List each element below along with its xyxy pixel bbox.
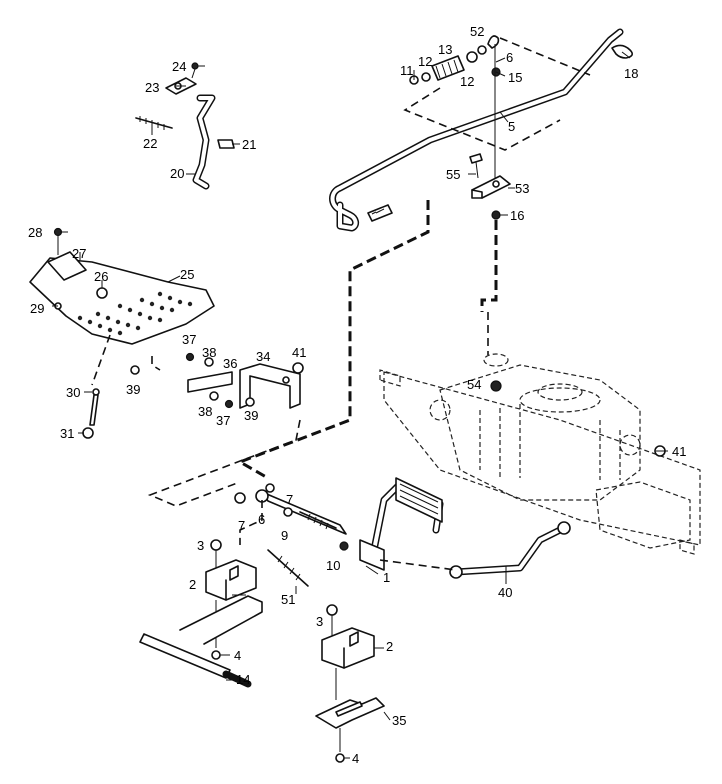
callout-30: 30 — [66, 385, 80, 400]
callout-29: 29 — [30, 301, 44, 316]
callout-12a: 12 — [418, 54, 432, 69]
callout-3a: 3 — [197, 538, 204, 553]
callout-6a: 6 — [506, 50, 513, 65]
bolt-37b — [224, 399, 234, 409]
callout-41a: 41 — [292, 345, 306, 360]
nut-31 — [82, 427, 94, 439]
callout-36: 36 — [223, 356, 237, 371]
callout-27: 27 — [72, 246, 86, 261]
control-rod-5 — [329, 28, 624, 232]
callout-7a: 7 — [238, 518, 245, 533]
callout-28: 28 — [28, 225, 42, 240]
callout-55: 55 — [446, 167, 460, 182]
callout-15: 15 — [508, 70, 522, 85]
callout-labels: 24 23 22 21 20 11 12 13 52 6 12 15 18 5 … — [28, 24, 686, 766]
callout-18: 18 — [624, 66, 638, 81]
bolt-3b — [326, 604, 338, 616]
callout-37b: 37 — [216, 413, 230, 428]
callout-38a: 38 — [202, 345, 216, 360]
callout-13: 13 — [438, 42, 452, 57]
callout-24: 24 — [172, 59, 186, 74]
callout-52: 52 — [470, 24, 484, 39]
callout-6b: 6 — [258, 512, 265, 527]
callout-40: 40 — [498, 585, 512, 600]
bushing-26 — [96, 287, 108, 299]
callout-3b: 3 — [316, 614, 323, 629]
callout-26: 26 — [94, 269, 108, 284]
washer-9 — [283, 507, 293, 517]
block-2b — [321, 627, 375, 669]
callout-37a: 37 — [182, 332, 196, 347]
callout-10: 10 — [326, 558, 340, 573]
block-2a — [205, 559, 257, 601]
washer-39b — [245, 397, 255, 407]
callout-2a: 2 — [189, 577, 196, 592]
callout-22: 22 — [143, 136, 157, 151]
callout-34: 34 — [256, 349, 270, 364]
callout-25: 25 — [180, 267, 194, 282]
callout-21: 21 — [242, 137, 256, 152]
bracket-27 — [47, 251, 87, 281]
link-rod-lower — [255, 489, 347, 535]
nut-10 — [339, 541, 349, 551]
callout-4b: 4 — [352, 751, 359, 766]
callout-20: 20 — [170, 166, 184, 181]
callout-11: 11 — [400, 63, 414, 78]
callout-4a: 4 — [234, 648, 241, 663]
callout-23: 23 — [145, 80, 159, 95]
callout-5: 5 — [508, 119, 515, 134]
callout-31: 31 — [60, 426, 74, 441]
pin-18 — [611, 44, 634, 59]
nut-4b — [335, 753, 345, 763]
callout-9: 9 — [281, 528, 288, 543]
spring-assembly-13 — [409, 35, 501, 85]
washer-41a — [292, 362, 304, 374]
callout-2b: 2 — [386, 639, 393, 654]
bracket-14 — [139, 595, 263, 688]
callout-1: 1 — [383, 570, 390, 585]
bolt-37a — [185, 352, 195, 362]
bracket-34 — [239, 363, 301, 409]
link-36 — [187, 371, 233, 393]
washer-39a — [130, 365, 140, 375]
callout-51: 51 — [281, 592, 295, 607]
pedal-rod-20 — [192, 94, 235, 190]
nut-4a — [211, 650, 221, 660]
callout-38b: 38 — [198, 404, 212, 419]
washer-38a — [204, 357, 214, 367]
leader-lines — [52, 57, 668, 759]
callout-39b: 39 — [244, 408, 258, 423]
spring-22 — [135, 116, 173, 130]
bracket-35 — [315, 697, 385, 729]
callout-35: 35 — [392, 713, 406, 728]
callout-54: 54 — [467, 377, 481, 392]
transmission-ghost — [379, 353, 701, 555]
nut-16 — [491, 210, 501, 220]
callout-53: 53 — [515, 181, 529, 196]
bushing-7b — [265, 483, 275, 493]
bolt-55 — [469, 153, 483, 179]
bolt-30 — [89, 388, 100, 426]
bolt-24 — [191, 62, 199, 70]
callout-41b: 41 — [672, 444, 686, 459]
spring-51 — [267, 549, 309, 587]
callout-14: 14 — [236, 672, 250, 687]
bushing-7a — [234, 492, 246, 504]
callout-12b: 12 — [460, 74, 474, 89]
washer-38b — [209, 391, 219, 401]
pedal-1 — [359, 477, 444, 571]
callout-16: 16 — [510, 208, 524, 223]
callout-7b: 7 — [286, 492, 293, 507]
callout-39a: 39 — [126, 382, 140, 397]
bolt-3a — [210, 539, 222, 551]
rod-40 — [449, 521, 571, 579]
nut-54 — [490, 380, 502, 392]
bracket-53 — [471, 175, 511, 199]
